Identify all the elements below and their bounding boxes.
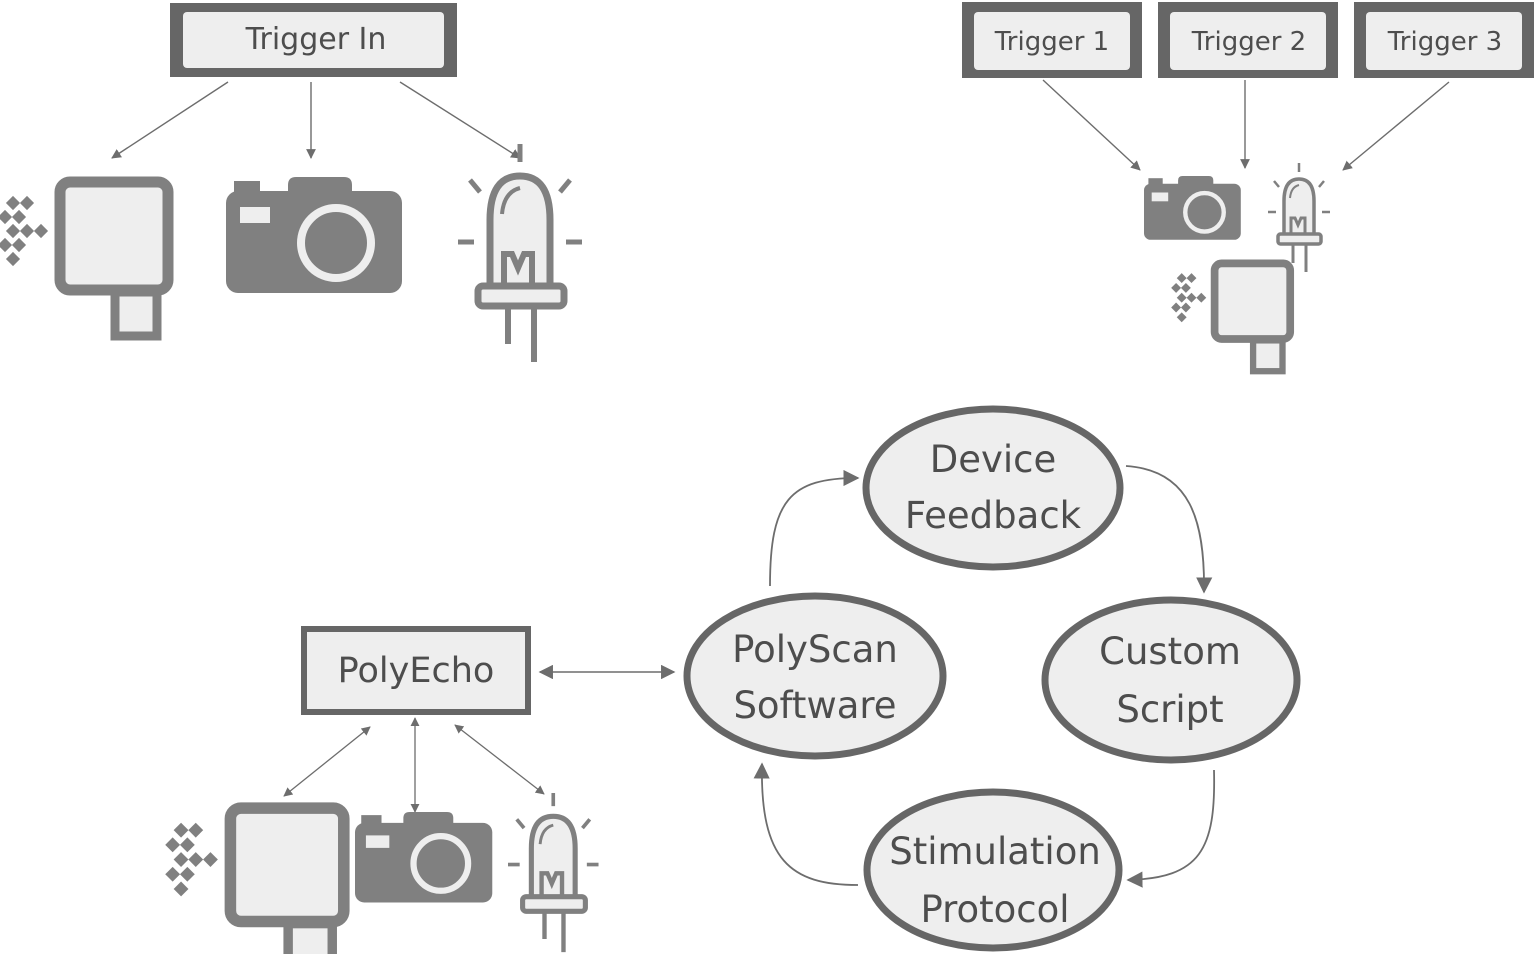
polyscan-software-node (683, 592, 947, 760)
arrow-protocol-to-software (753, 762, 859, 886)
slm-device-icon (1171, 263, 1290, 371)
arrow-trigger-to-slm (111, 81, 229, 159)
protocol-line1: Stimulation (889, 830, 1101, 873)
arrow-feedback-to-script (1125, 465, 1213, 594)
polyecho-label: PolyEcho (338, 651, 495, 691)
arrow-trigger1-to-camera (1042, 79, 1141, 171)
polyecho-box (301, 626, 531, 715)
camera-icon (226, 177, 402, 293)
arrow-trigger3-to-led (1342, 81, 1450, 171)
polyscan-line1: PolyScan (732, 628, 898, 671)
trigger-2-label: Trigger 2 (1191, 27, 1306, 57)
panel-single-trigger: Trigger In (0, 3, 582, 362)
led-icon (458, 144, 582, 362)
arrow-polyecho-slm (283, 726, 371, 797)
led-icon (508, 793, 599, 952)
custom-script-node (1041, 596, 1301, 764)
feedback-line1: Device (930, 438, 1057, 481)
script-line1: Custom (1099, 630, 1241, 673)
camera-icon (1144, 176, 1241, 240)
trigger-3-label: Trigger 3 (1387, 27, 1502, 57)
panel-closed-loop: PolyEcho PolyScan Software Device Feedba… (165, 405, 1301, 954)
stimulation-protocol-node (863, 788, 1123, 952)
device-feedback-node (862, 405, 1124, 571)
slm-device-icon (0, 182, 168, 336)
arrow-trigger-to-led (399, 81, 521, 159)
camera-icon (355, 812, 492, 902)
trigger-in-label: Trigger In (245, 22, 387, 57)
trigger-1-label: Trigger 1 (994, 27, 1109, 57)
feedback-line2: Feedback (905, 494, 1082, 537)
script-line2: Script (1116, 688, 1223, 731)
arrow-script-to-protocol (1126, 769, 1216, 888)
slm-device-icon (165, 808, 344, 954)
protocol-line2: Protocol (920, 888, 1069, 931)
polyscan-line2: Software (733, 684, 896, 727)
arrow-polyecho-led (454, 724, 545, 795)
panel-multi-trigger: Trigger 1 Trigger 2 Trigger 3 (962, 2, 1534, 371)
led-icon (1266, 161, 1332, 274)
arrow-software-to-feedback (769, 469, 860, 587)
